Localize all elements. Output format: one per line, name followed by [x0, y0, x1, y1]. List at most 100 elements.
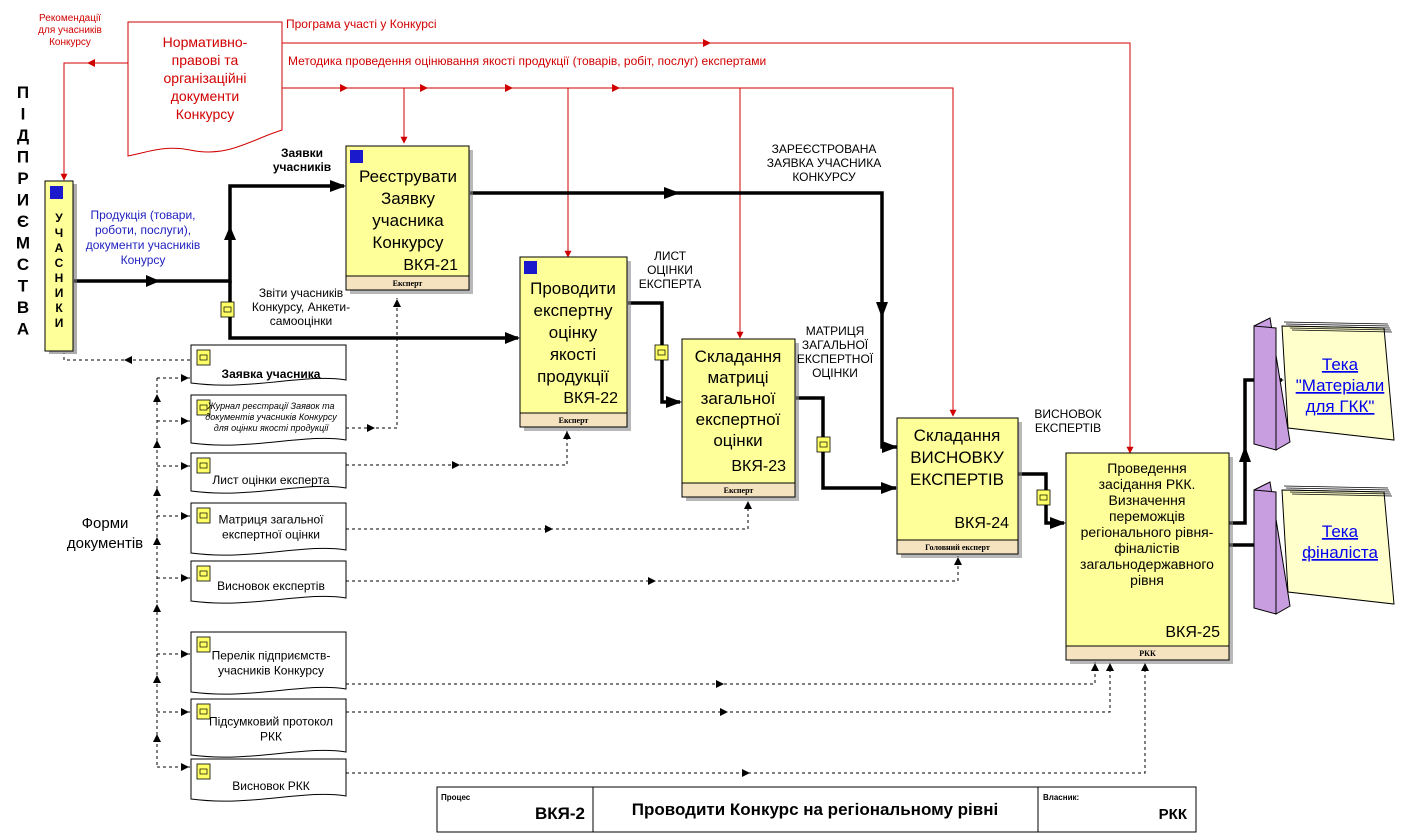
products-label: Конурсу [121, 253, 166, 267]
vertical-title-letter: Т [18, 277, 29, 296]
matrix-label: ЗАГАЛЬНОЇ [802, 338, 869, 352]
form-document[interactable]: Заявка учасника [190, 344, 347, 386]
process-box-вкя-23[interactable]: Складанняматрицізагальноїекспертноїоцінк… [681, 338, 799, 501]
process-title-line: Проведення [1107, 460, 1186, 476]
process-box-вкя-24[interactable]: СкладанняВИСНОВКУЕКСПЕРТІВВКЯ-24Головний… [896, 417, 1022, 558]
form-title-line: Заявка учасника [222, 367, 321, 381]
normative-document-shape: Нормативно-правові таорганізаційнідокуме… [127, 21, 283, 157]
process-title-line: фіналістів [1114, 540, 1179, 556]
participants-letter: А [55, 241, 64, 255]
form-icon [196, 636, 211, 653]
process-code: ВКЯ-21 [403, 257, 458, 274]
dashed-arrow-heads [124, 299, 1149, 777]
program-label: Програма участі у Конкурсі [286, 17, 437, 31]
normative-doc-line: документи [171, 88, 239, 104]
normative-doc-line: правові та [172, 52, 239, 68]
form-title-line: Журнал реєстрації Заявок та [206, 401, 334, 411]
participants-letter: К [55, 301, 63, 315]
applications-label: Заявки [281, 146, 323, 160]
process-title-line: оцінки [713, 431, 762, 450]
process-title-line: матриці [707, 368, 768, 387]
process-title-line: Конкурсу [372, 233, 444, 252]
form-title-line: РКК [260, 730, 282, 744]
reports-label: Конкурсу, Анкети- [252, 300, 350, 314]
process-title-line: Складання [914, 426, 1001, 445]
participants-letter: Н [55, 271, 64, 285]
form-document[interactable]: Перелік підприємств-учасників Конкурсу [190, 631, 347, 695]
registered-application-label: ЗАЯВКА УЧАСНИКА [767, 156, 882, 170]
products-label: роботи, послуги), [95, 223, 191, 237]
process-title-line: загальної [701, 389, 776, 408]
products-label: документи учасників [86, 238, 201, 252]
reports-label: Звіти учасників [259, 286, 343, 300]
registered-application-label: КОНКУРСУ [792, 170, 856, 184]
applications-label: учасників [273, 160, 331, 174]
form-title-line: експертної оцінки [222, 528, 320, 542]
form-icon [196, 565, 211, 582]
form-document[interactable]: Висновок експертів [190, 560, 347, 604]
recommendations-label: Конкурсу [49, 37, 91, 48]
process-title-line: Визначення [1109, 492, 1186, 508]
normative-doc-line: організаційні [164, 70, 247, 86]
form-title-line: Підсумковий протокол [209, 715, 333, 729]
experts-conclusion-label: ЕКСПЕРТІВ [1035, 421, 1101, 435]
vertical-title-letter: П [17, 83, 29, 102]
vertical-title-letter: П [17, 148, 29, 167]
vertical-title-letter: А [17, 320, 29, 339]
matrix-label: ЕКСПЕРТНОЇ [797, 352, 874, 366]
process-box-вкя-22[interactable]: ПроводитиекспертнуоцінкуякостіпродукціїВ… [519, 256, 631, 431]
form-title-line: документів учасників Конкурсу [205, 412, 337, 422]
vertical-title-letter: Є [17, 212, 29, 231]
form-title-line: Лист оцінки експерта [212, 473, 330, 487]
products-label: Продукція (товари, [91, 208, 196, 222]
footer-owner-caption: Власник: [1043, 793, 1079, 802]
footer-owner: РКК [1159, 806, 1188, 823]
vertical-title-letter: И [17, 191, 29, 210]
footer-process-code: ВКЯ-2 [535, 804, 585, 823]
process-title-line: експертної [696, 410, 781, 429]
process-role: Головний експерт [925, 543, 990, 552]
process-box-вкя-21[interactable]: РеєструватиЗаявкуучасникаКонкурсуВКЯ-21Е… [345, 145, 473, 294]
reports-label: самооцінки [270, 314, 332, 328]
process-role: Експерт [393, 279, 423, 288]
eval-sheet-label: ЛИСТ [654, 249, 687, 263]
participants-letter: С [55, 256, 64, 270]
eval-sheet-label: ОЦІНКИ [647, 263, 693, 277]
form-document[interactable]: Висновок РКК [190, 758, 347, 802]
experts-conclusion-label: ВИСНОВОК [1034, 407, 1101, 421]
process-boxes: РеєструватиЗаявкуучасникаКонкурсуВКЯ-21Е… [345, 145, 1233, 664]
methodology-label: Методика проведення оцінювання якості пр… [288, 54, 766, 68]
form-title-line: учасників Конкурсу [218, 664, 324, 678]
eval-sheet-label: ЕКСПЕРТА [639, 277, 702, 291]
process-title-line: експертну [534, 301, 613, 320]
output-folder-title: "Матеріали [1296, 376, 1385, 395]
form-title-line: Висновок РКК [232, 779, 310, 793]
process-code: ВКЯ-25 [1165, 624, 1220, 641]
process-code: ВКЯ-23 [731, 458, 786, 475]
process-code: ВКЯ-24 [954, 515, 1009, 532]
participants-letter: Ч [55, 226, 63, 240]
process-role: Експерт [559, 416, 589, 425]
participants-letter: У [55, 211, 63, 225]
recommendations-label: для учасників [38, 25, 102, 36]
process-title-line: оцінку [549, 323, 598, 342]
form-title-line: Перелік підприємств- [212, 649, 331, 663]
vertical-title-letter: В [17, 298, 29, 317]
process-title-line: Проводити [530, 279, 616, 298]
process-icon [350, 150, 363, 163]
process-title-line: переможців [1109, 508, 1185, 524]
matrix-label: ОЦІНКИ [812, 366, 858, 380]
form-document[interactable]: Лист оцінки експерта [190, 452, 347, 494]
footer-process-caption: Процес [441, 793, 471, 802]
